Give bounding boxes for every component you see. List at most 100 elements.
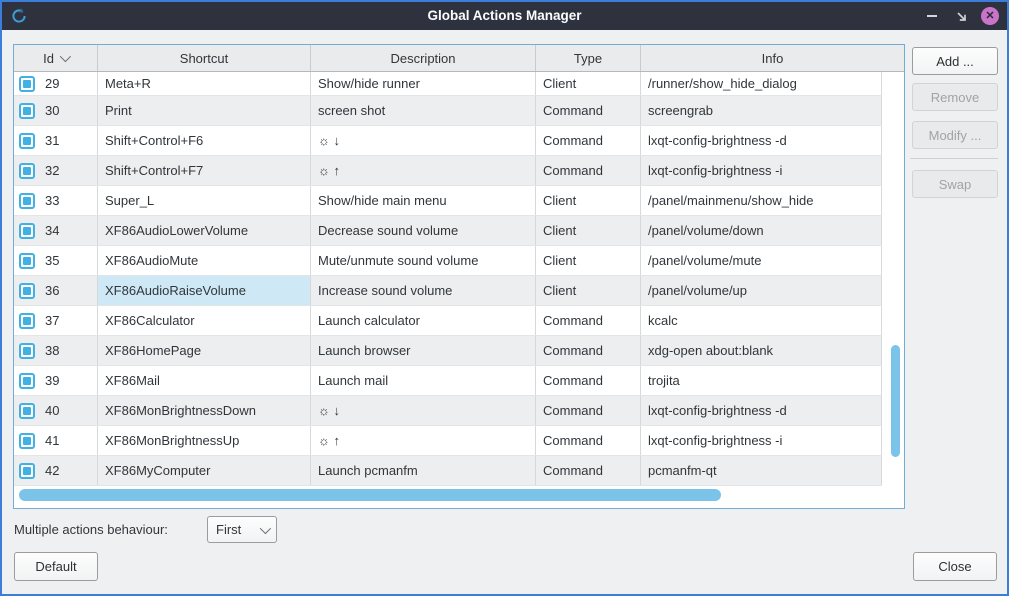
enabled-checkbox[interactable] bbox=[19, 162, 35, 179]
enabled-checkbox[interactable] bbox=[19, 282, 35, 299]
cell-description[interactable]: Launch browser bbox=[311, 336, 536, 365]
cell-info[interactable]: lxqt-config-brightness -d bbox=[641, 126, 882, 155]
cell-type[interactable]: Command bbox=[536, 96, 641, 125]
cell-shortcut[interactable]: XF86Mail bbox=[98, 366, 311, 395]
enabled-checkbox[interactable] bbox=[19, 102, 35, 119]
titlebar[interactable]: Global Actions Manager ✕ bbox=[2, 2, 1007, 30]
cell-info[interactable]: lxqt-config-brightness -i bbox=[641, 156, 882, 185]
cell-shortcut[interactable]: XF86AudioLowerVolume bbox=[98, 216, 311, 245]
cell-shortcut-selected[interactable]: XF86AudioRaiseVolume bbox=[98, 276, 311, 305]
cell-id[interactable]: 34 bbox=[14, 216, 98, 245]
cell-id[interactable]: 29 bbox=[14, 72, 98, 95]
enabled-checkbox[interactable] bbox=[19, 132, 35, 149]
cell-type[interactable]: Client bbox=[536, 186, 641, 215]
enabled-checkbox[interactable] bbox=[19, 312, 35, 329]
cell-shortcut[interactable]: XF86MonBrightnessUp bbox=[98, 426, 311, 455]
cell-info[interactable]: xdg-open about:blank bbox=[641, 336, 882, 365]
cell-description[interactable]: Launch pcmanfm bbox=[311, 456, 536, 485]
cell-description[interactable]: Launch mail bbox=[311, 366, 536, 395]
column-header-shortcut[interactable]: Shortcut bbox=[98, 45, 311, 71]
cell-type[interactable]: Client bbox=[536, 276, 641, 305]
cell-description[interactable]: Launch calculator bbox=[311, 306, 536, 335]
cell-shortcut[interactable]: XF86MonBrightnessDown bbox=[98, 396, 311, 425]
cell-shortcut[interactable]: XF86MyComputer bbox=[98, 456, 311, 485]
enabled-checkbox[interactable] bbox=[19, 192, 35, 209]
behaviour-select[interactable]: First bbox=[207, 516, 277, 543]
enabled-checkbox[interactable] bbox=[19, 462, 35, 479]
cell-id[interactable]: 38 bbox=[14, 336, 98, 365]
maximize-button[interactable] bbox=[952, 7, 970, 25]
column-header-type[interactable]: Type bbox=[536, 45, 641, 71]
cell-description[interactable]: ☼ ↓ bbox=[311, 126, 536, 155]
vertical-scrollbar[interactable] bbox=[891, 345, 900, 457]
cell-info[interactable]: lxqt-config-brightness -i bbox=[641, 426, 882, 455]
cell-description[interactable]: ☼ ↑ bbox=[311, 156, 536, 185]
cell-type[interactable]: Command bbox=[536, 426, 641, 455]
cell-id[interactable]: 32 bbox=[14, 156, 98, 185]
modify-button[interactable]: Modify ... bbox=[912, 121, 998, 149]
cell-shortcut[interactable]: Meta+R bbox=[98, 72, 311, 95]
cell-info[interactable]: /panel/volume/mute bbox=[641, 246, 882, 275]
cell-id[interactable]: 33 bbox=[14, 186, 98, 215]
cell-type[interactable]: Client bbox=[536, 72, 641, 95]
enabled-checkbox[interactable] bbox=[19, 402, 35, 419]
cell-info[interactable]: screengrab bbox=[641, 96, 882, 125]
cell-shortcut[interactable]: Shift+Control+F7 bbox=[98, 156, 311, 185]
cell-id[interactable]: 31 bbox=[14, 126, 98, 155]
cell-shortcut[interactable]: Print bbox=[98, 96, 311, 125]
cell-type[interactable]: Client bbox=[536, 246, 641, 275]
cell-id[interactable]: 42 bbox=[14, 456, 98, 485]
column-header-info[interactable]: Info bbox=[641, 45, 904, 71]
cell-info[interactable]: /runner/show_hide_dialog bbox=[641, 72, 882, 95]
close-window-button[interactable]: ✕ bbox=[981, 7, 999, 25]
cell-info[interactable]: /panel/volume/down bbox=[641, 216, 882, 245]
cell-id[interactable]: 41 bbox=[14, 426, 98, 455]
cell-info[interactable]: trojita bbox=[641, 366, 882, 395]
enabled-checkbox[interactable] bbox=[19, 222, 35, 239]
cell-id[interactable]: 40 bbox=[14, 396, 98, 425]
cell-description[interactable]: ☼ ↓ bbox=[311, 396, 536, 425]
cell-info[interactable]: pcmanfm-qt bbox=[641, 456, 882, 485]
horizontal-scrollbar[interactable] bbox=[19, 489, 721, 501]
cell-shortcut[interactable]: XF86HomePage bbox=[98, 336, 311, 365]
column-header-description[interactable]: Description bbox=[311, 45, 536, 71]
cell-info[interactable]: lxqt-config-brightness -d bbox=[641, 396, 882, 425]
cell-description[interactable]: ☼ ↑ bbox=[311, 426, 536, 455]
cell-info[interactable]: kcalc bbox=[641, 306, 882, 335]
cell-type[interactable]: Command bbox=[536, 456, 641, 485]
cell-id[interactable]: 35 bbox=[14, 246, 98, 275]
cell-type[interactable]: Client bbox=[536, 216, 641, 245]
enabled-checkbox[interactable] bbox=[19, 372, 35, 389]
swap-button[interactable]: Swap bbox=[912, 170, 998, 198]
cell-id[interactable]: 36 bbox=[14, 276, 98, 305]
enabled-checkbox[interactable] bbox=[19, 342, 35, 359]
add-button[interactable]: Add ... bbox=[912, 47, 998, 75]
enabled-checkbox[interactable] bbox=[19, 252, 35, 269]
cell-info[interactable]: /panel/volume/up bbox=[641, 276, 882, 305]
cell-type[interactable]: Command bbox=[536, 336, 641, 365]
cell-shortcut[interactable]: Super_L bbox=[98, 186, 311, 215]
cell-id[interactable]: 39 bbox=[14, 366, 98, 395]
cell-type[interactable]: Command bbox=[536, 306, 641, 335]
minimize-button[interactable] bbox=[923, 7, 941, 25]
cell-description[interactable]: Show/hide runner bbox=[311, 72, 536, 95]
cell-info[interactable]: /panel/mainmenu/show_hide bbox=[641, 186, 882, 215]
enabled-checkbox[interactable] bbox=[19, 432, 35, 449]
cell-type[interactable]: Command bbox=[536, 366, 641, 395]
cell-description[interactable]: Show/hide main menu bbox=[311, 186, 536, 215]
cell-type[interactable]: Command bbox=[536, 126, 641, 155]
cell-description[interactable]: Mute/unmute sound volume bbox=[311, 246, 536, 275]
